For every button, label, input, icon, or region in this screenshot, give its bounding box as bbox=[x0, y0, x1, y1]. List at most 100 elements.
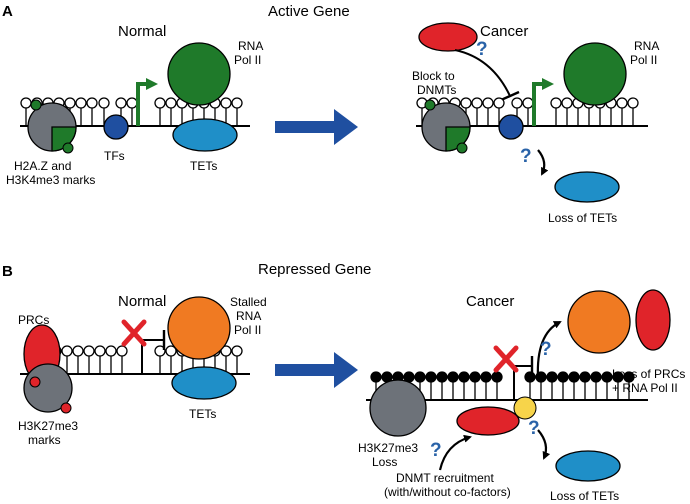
a-normal-histone bbox=[27, 99, 77, 154]
a-transition-arrow bbox=[275, 109, 358, 145]
unmethylated-cpg bbox=[154, 345, 166, 374]
b-cancer-loss-prcs-label-2: + RNA Pol II bbox=[612, 381, 678, 395]
unmethylated-cpg bbox=[165, 345, 177, 374]
b-cancer-release-arrow bbox=[536, 321, 562, 379]
a-cancer-tets bbox=[554, 171, 620, 203]
a-cancer-tf bbox=[498, 114, 524, 140]
panel-a-title: Active Gene bbox=[268, 3, 350, 20]
a-cancer-histone bbox=[421, 99, 471, 154]
unmethylated-cpg bbox=[471, 97, 483, 126]
b-cancer-cross-icon bbox=[493, 345, 519, 373]
b-cancer-tets bbox=[555, 450, 621, 482]
b-normal-marks-label-1: H3K27me3 bbox=[18, 419, 78, 433]
b-normal-histone bbox=[23, 363, 73, 413]
a-cancer-loss-tets-label: Loss of TETs bbox=[548, 211, 617, 225]
unmethylated-cpg bbox=[416, 97, 428, 126]
a-normal-tf bbox=[103, 114, 129, 140]
a-normal-tfs-label: TFs bbox=[104, 149, 125, 163]
methylated-cpg bbox=[447, 371, 459, 400]
a-cancer-tss-arrow bbox=[532, 78, 554, 126]
b-cancer-h3k27-label-2: Loss bbox=[372, 455, 397, 469]
methylated-cpg bbox=[458, 371, 470, 400]
b-normal-stalled-label-3: Pol II bbox=[234, 323, 261, 337]
b-cancer-h3k27-label-1: H3K27me3 bbox=[358, 441, 418, 455]
b-normal-cross-icon bbox=[121, 319, 147, 347]
b-cancer-dnmt-label-2: (with/without co-factors) bbox=[384, 485, 511, 499]
methylated-cpg bbox=[524, 371, 536, 400]
methylated-cpg bbox=[557, 371, 569, 400]
b-normal-stalled-label-1: Stalled bbox=[230, 295, 267, 309]
methylated-cpg bbox=[480, 371, 492, 400]
unmethylated-cpg bbox=[61, 345, 73, 374]
b-normal-stalled-rna-pol bbox=[167, 296, 231, 360]
a-normal-tets-label: TETs bbox=[190, 159, 217, 173]
unmethylated-cpg bbox=[231, 345, 243, 374]
b-transition-arrow bbox=[275, 352, 358, 388]
methylated-cpg bbox=[623, 371, 635, 400]
methylated-cpg bbox=[579, 371, 591, 400]
b-cancer-rna-pol bbox=[567, 290, 631, 354]
b-cancer-question-3: ? bbox=[528, 418, 540, 439]
a-normal-tets bbox=[172, 118, 238, 152]
methylated-cpg bbox=[469, 371, 481, 400]
a-normal-tss-arrow bbox=[136, 78, 158, 126]
b-normal-tets bbox=[171, 366, 237, 400]
unmethylated-cpg bbox=[522, 97, 534, 126]
unmethylated-cpg bbox=[482, 97, 494, 126]
a-normal-marks-label-2: H3K4me3 marks bbox=[6, 173, 95, 187]
a-normal-marks-label-1: H2A.Z and bbox=[14, 159, 71, 173]
methylated-cpg bbox=[612, 371, 624, 400]
a-cancer-block-label-2: DNMTs bbox=[417, 83, 456, 97]
methylated-cpg bbox=[546, 371, 558, 400]
unmethylated-cpg bbox=[86, 97, 98, 126]
b-cancer-prc bbox=[635, 289, 671, 351]
unmethylated-cpg bbox=[94, 345, 106, 374]
unmethylated-cpg bbox=[165, 97, 177, 126]
methylated-cpg bbox=[590, 371, 602, 400]
b-cancer-histone bbox=[369, 379, 427, 437]
unmethylated-cpg bbox=[116, 345, 128, 374]
a-normal-title: Normal bbox=[118, 23, 166, 40]
unmethylated-cpg bbox=[154, 97, 166, 126]
a-cancer-question-2: ? bbox=[520, 146, 532, 167]
unmethylated-cpg bbox=[72, 345, 84, 374]
b-normal-marks-label-2: marks bbox=[28, 433, 61, 447]
b-cancer-cofactor bbox=[513, 396, 537, 420]
b-normal-prcs-label: PRCs bbox=[18, 313, 49, 327]
unmethylated-cpg bbox=[616, 97, 628, 126]
b-cancer-loss-prcs-label-1: Loss of PRCs bbox=[612, 367, 685, 381]
b-normal-mark-1 bbox=[29, 376, 41, 388]
methylated-cpg bbox=[436, 371, 448, 400]
b-normal-mark-2 bbox=[60, 402, 72, 414]
a-cancer-block-line bbox=[454, 49, 511, 97]
methylated-cpg bbox=[568, 371, 580, 400]
methylated-cpg bbox=[491, 371, 503, 400]
a-cancer-block-bar bbox=[500, 90, 520, 102]
b-cancer-dnmt-label-1: DNMT recruitment bbox=[396, 471, 494, 485]
unmethylated-cpg bbox=[627, 97, 639, 126]
a-normal-rna-pol-label-1: RNA bbox=[238, 39, 263, 53]
unmethylated-cpg bbox=[83, 345, 95, 374]
panel-a-letter: A bbox=[2, 3, 13, 20]
b-cancer-question-1: ? bbox=[540, 339, 552, 360]
b-cancer-dnmt bbox=[456, 406, 520, 436]
b-cancer-question-2: ? bbox=[430, 440, 442, 461]
b-normal-stalled-label-2: RNA bbox=[236, 309, 261, 323]
b-cancer-title: Cancer bbox=[466, 293, 514, 310]
a-normal-rna-pol bbox=[167, 42, 231, 106]
methylated-cpg bbox=[601, 371, 613, 400]
a-normal-rna-pol-label-2: Pol II bbox=[234, 53, 261, 67]
b-cancer-loss-tets-label: Loss of TETs bbox=[550, 489, 619, 503]
b-cancer-recruit-arrow bbox=[438, 434, 472, 471]
unmethylated-cpg bbox=[231, 97, 243, 126]
unmethylated-cpg bbox=[75, 97, 87, 126]
a-cancer-block-label-1: Block to bbox=[412, 69, 455, 83]
unmethylated-cpg bbox=[561, 97, 573, 126]
a-cancer-title: Cancer bbox=[480, 23, 528, 40]
a-cancer-dnmt bbox=[418, 22, 478, 52]
b-cancer-tet-loss-arrow bbox=[537, 429, 551, 460]
a-cancer-tet-loss-arrow bbox=[537, 149, 549, 176]
a-cancer-rna-pol-label-2: Pol II bbox=[630, 53, 657, 67]
unmethylated-cpg bbox=[105, 345, 117, 374]
